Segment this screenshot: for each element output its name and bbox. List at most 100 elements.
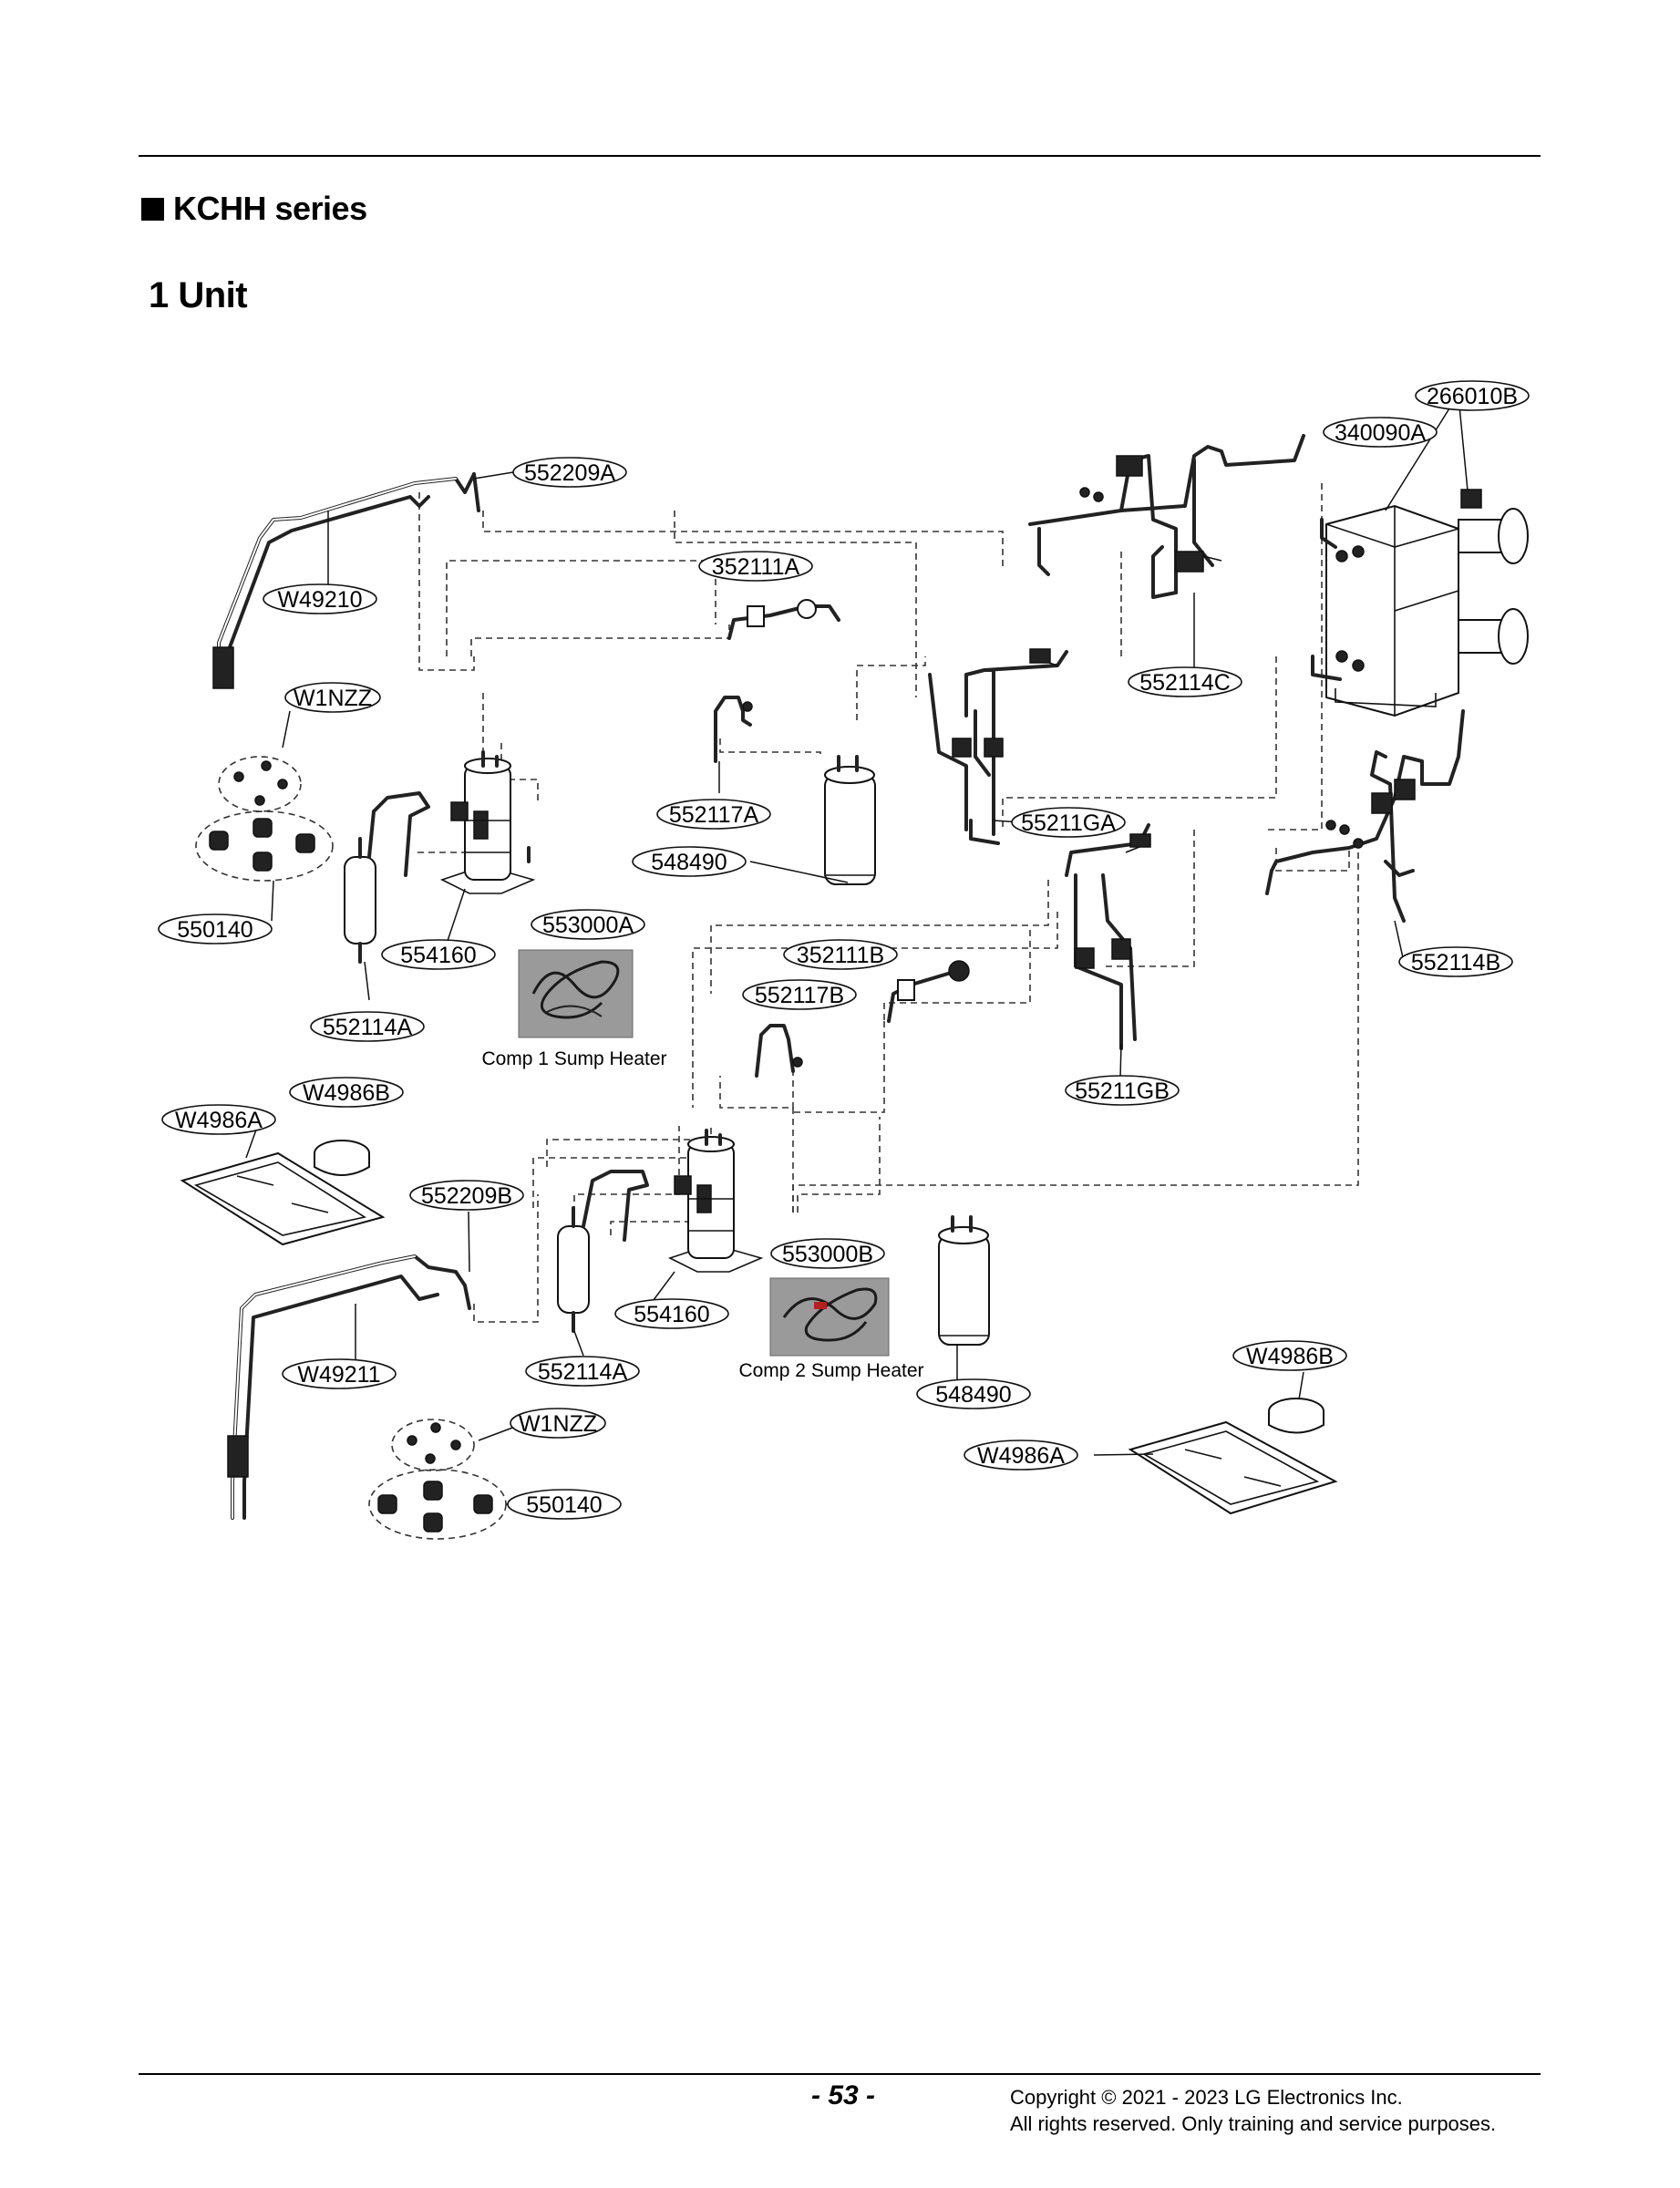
pipe-assembly-55211gb [1065, 823, 1151, 1050]
callout-550140-bottom: 550140 [507, 1489, 622, 1520]
svg-text:340090A: 340090A [1335, 420, 1426, 446]
svg-text:552114A: 552114A [538, 1359, 628, 1385]
top-rule [139, 155, 1541, 157]
svg-text:352111A: 352111A [712, 554, 800, 580]
svg-text:554160: 554160 [634, 1302, 709, 1327]
leader-lines [245, 396, 1469, 1505]
svg-text:552209B: 552209B [421, 1183, 512, 1209]
callout-w4986a-left: W4986A [161, 1104, 276, 1135]
pipe-assembly-55211ga [928, 648, 1068, 845]
accumulator-552114a-bottom [557, 1170, 649, 1333]
svg-text:W49211: W49211 [297, 1362, 380, 1388]
svg-text:W4986A: W4986A [175, 1108, 263, 1133]
svg-text:W1NZZ: W1NZZ [519, 1411, 597, 1437]
comp2-sump-heater-caption: Comp 2 Sump Heater [738, 1360, 923, 1381]
bullet-square-icon [141, 197, 164, 221]
accumulator-552114a-top [344, 791, 430, 964]
svg-text:548490: 548490 [935, 1382, 1011, 1408]
cover-w4986b-right [1268, 1398, 1324, 1434]
receiver-548490-bottom [938, 1215, 990, 1346]
page-number: - 53 - [811, 2080, 876, 2111]
svg-text:550140: 550140 [177, 917, 253, 943]
u-pipe-552117a [714, 696, 753, 763]
comp1-sump-heater-caption: Comp 1 Sump Heater [481, 1048, 666, 1069]
callouts: 266010B 340090A 552209A 352111A W49210 W… [158, 380, 1530, 1520]
pipe-assembly-552114b [1265, 709, 1465, 923]
callout-w4986a-right: W4986A [964, 1440, 1078, 1471]
callout-w4986b-left: W4986B [289, 1077, 404, 1108]
grommet-group-w1nzz-top [218, 756, 302, 812]
callout-552117b: 552117B [742, 979, 857, 1010]
grommet-group-550140-bottom [368, 1469, 507, 1540]
callout-552114a-bottom: 552114A [525, 1356, 640, 1387]
grommet-group-550140-top [195, 810, 334, 882]
pipe-w49211 [227, 1254, 471, 1520]
callout-w1nzz-bottom: W1NZZ [510, 1408, 606, 1439]
pipe-assembly-552114c [1028, 434, 1305, 599]
callout-552114a-top: 552114A [310, 1011, 425, 1042]
unit-title: 1 Unit [149, 275, 248, 315]
callout-550140-top: 550140 [158, 913, 273, 944]
callout-553000b: 553000B [770, 1238, 885, 1269]
callout-55211gb: 55211GB [1065, 1075, 1180, 1106]
copyright-notice: Copyright © 2021 - 2023 LG Electronics I… [1010, 2084, 1496, 2137]
valve-352111b [887, 960, 970, 1023]
svg-text:552114C: 552114C [1139, 670, 1231, 696]
callout-548490-bottom: 548490 [916, 1378, 1031, 1409]
callout-55211ga: 55211GA [1011, 807, 1126, 838]
svg-text:552114A: 552114A [323, 1015, 413, 1040]
series-heading: KCHH series [141, 190, 367, 228]
callout-352111b: 352111B [783, 939, 898, 970]
base-panel-w4986a-left [180, 1151, 386, 1246]
svg-text:553000A: 553000A [542, 913, 634, 938]
callout-548490-top: 548490 [632, 846, 747, 877]
callout-552209b: 552209B [409, 1180, 524, 1211]
svg-text:552117B: 552117B [755, 983, 844, 1008]
callout-w49210: W49210 [263, 583, 377, 614]
callout-554160-top: 554160 [381, 939, 496, 970]
callout-553000a: 553000A [531, 909, 645, 940]
callout-552209a: 552209A [512, 457, 627, 488]
callout-552114b: 552114B [1398, 946, 1513, 977]
svg-text:552114B: 552114B [1411, 950, 1500, 975]
callout-552117a: 552117A [656, 799, 771, 830]
bottom-rule [139, 2073, 1541, 2075]
svg-text:554160: 554160 [400, 943, 476, 968]
svg-text:W49210: W49210 [277, 587, 362, 613]
callout-554160-bottom: 554160 [614, 1298, 729, 1329]
pipe-w49210 [212, 472, 480, 689]
svg-text:548490: 548490 [651, 850, 727, 875]
callout-w1nzz-top: W1NZZ [284, 682, 381, 713]
svg-text:552209A: 552209A [524, 460, 615, 486]
sump-heater-photo-2 [769, 1277, 890, 1357]
compressor-2 [667, 1129, 764, 1273]
copyright-line-2: All rights reserved. Only training and s… [1010, 2112, 1497, 2135]
svg-text:550140: 550140 [526, 1492, 602, 1518]
svg-text:W4986B: W4986B [1246, 1344, 1334, 1369]
cover-w4986b-left [314, 1140, 370, 1176]
svg-text:W4986A: W4986A [977, 1443, 1065, 1469]
heat-exchanger [1311, 489, 1529, 717]
svg-text:55211GB: 55211GB [1075, 1079, 1170, 1104]
svg-text:553000B: 553000B [782, 1242, 873, 1267]
series-title: KCHH series [173, 190, 367, 227]
sump-heater-photo-1 [518, 949, 634, 1038]
base-panel-w4986a-right [1128, 1420, 1338, 1515]
u-pipe-552117b [755, 1024, 803, 1078]
callout-340090a: 340090A [1323, 417, 1438, 448]
copyright-line-1: Copyright © 2021 - 2023 LG Electronics I… [1010, 2086, 1403, 2109]
svg-text:352111B: 352111B [797, 943, 884, 968]
grommet-group-w1nzz-bottom [391, 1419, 475, 1471]
svg-text:266010B: 266010B [1427, 384, 1518, 409]
compressor-1 [439, 750, 536, 894]
valve-352111a [727, 599, 840, 640]
callout-352111a: 352111A [698, 551, 813, 582]
svg-text:55211GA: 55211GA [1021, 810, 1116, 836]
svg-text:W4986B: W4986B [303, 1080, 390, 1106]
callout-552114c: 552114C [1128, 666, 1242, 697]
svg-text:W1NZZ: W1NZZ [294, 686, 372, 711]
callout-266010b: 266010B [1415, 380, 1530, 411]
receiver-548490-top [824, 755, 876, 885]
connection-lines [415, 483, 1359, 1323]
